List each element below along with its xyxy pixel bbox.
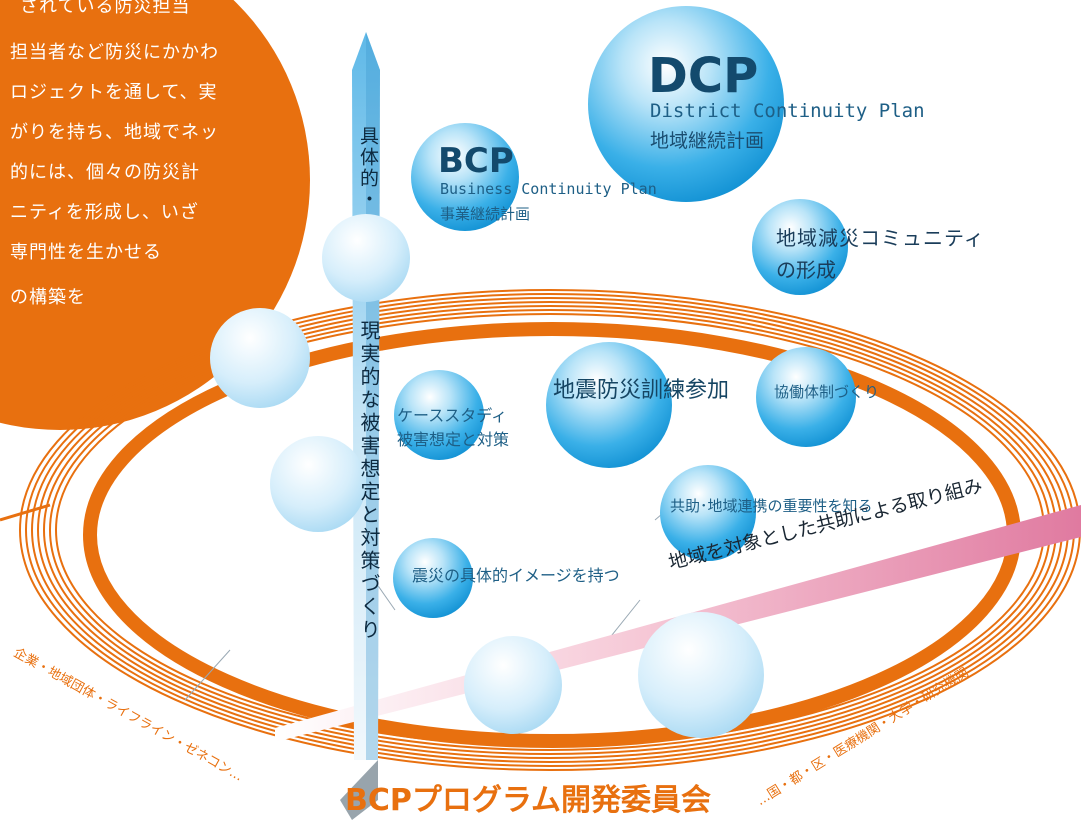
case-study-label-1: ケーススタディ (397, 406, 508, 425)
imagery-label: 震災の具体的イメージを持つ (412, 566, 620, 585)
case-study-sphere (394, 370, 484, 460)
pale-sphere (638, 612, 764, 738)
imagery-sphere (393, 538, 473, 618)
intro-line: されている防災担当 (20, 0, 191, 17)
mutual-aid-label: 共助･地域連携の重要性を知る (670, 497, 873, 515)
intro-line: 担当者など防災にかかわ (10, 42, 219, 63)
intro-line: ニティを形成し、いざ (10, 202, 199, 223)
dcp-subtitle-en: District Continuity Plan (650, 100, 925, 122)
mutual-aid-sphere (660, 465, 756, 561)
drill-sphere (546, 342, 672, 468)
pale-sphere (270, 436, 366, 532)
dcp-sphere (588, 6, 784, 202)
bcp-subtitle-ja: 事業継続計画 (440, 205, 531, 223)
cooperation-sphere (756, 347, 856, 447)
intro-line: の構築を (10, 287, 86, 308)
ring-title: BCPプログラム開発委員会 (345, 783, 711, 818)
dcp-subtitle-ja: 地域継続計画 (650, 130, 765, 152)
vertical-axis-label-upper: 具体的・ (357, 126, 379, 210)
community-label-line2: の形成 (776, 258, 836, 282)
drill-label: 地震防災訓練参加 (553, 378, 730, 403)
community-sphere (752, 199, 848, 295)
bcp-sphere (411, 123, 519, 231)
intro-line: 専門性を生かせる (10, 242, 162, 263)
pale-sphere (464, 636, 562, 734)
dcp-title: DCP (648, 48, 759, 104)
vertical-axis-label-lower: 現実的な被害想定と対策づくり (357, 320, 381, 642)
case-study-label-2: 被害想定と対策 (397, 430, 510, 449)
bcp-title: BCP (438, 141, 514, 181)
vertical-axis-arrow (352, 32, 380, 760)
pale-sphere (210, 308, 310, 408)
intro-line: ロジェクトを通して、実 (10, 82, 218, 103)
intro-line: がりを持ち、地域でネッ (10, 122, 219, 143)
community-label-line1: 地域減災コミュニティ (776, 226, 985, 250)
intro-pointer-line (0, 503, 51, 522)
cooperation-label: 協働体制づくり (774, 383, 880, 401)
intro-line: 的には、個々の防災計 (10, 162, 200, 183)
bcp-subtitle-en: Business Continuity Plan (440, 180, 657, 198)
pale-sphere (322, 214, 410, 302)
